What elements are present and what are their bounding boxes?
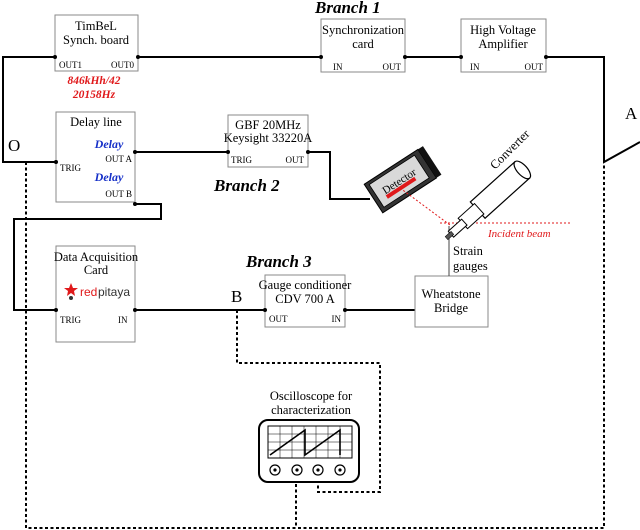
gauge-cond-port-out: OUT [269, 314, 288, 324]
branch-3-title: Branch 3 [245, 252, 312, 271]
hv-amp-title-line1: High Voltage [470, 23, 536, 37]
detector: Detector [363, 146, 442, 214]
scattered-beam [399, 187, 451, 226]
gbf-generator: GBF 20MHz Keysight 33220A TRIG OUT [224, 114, 313, 168]
synchronization-card: Synchronization card IN OUT [320, 18, 406, 73]
data-acquisition-card: Data Acquisition Card red pitaya TRIG IN [54, 245, 139, 343]
solid-wiring [2, 56, 640, 311]
gbf-title-line1: GBF 20MHz [235, 118, 301, 132]
gbf-port-out: OUT [286, 155, 305, 165]
point-a-label: A [625, 104, 638, 123]
gauge-cond-port-in: IN [332, 314, 342, 324]
freq-line-1: 846kHh/42 [67, 75, 120, 87]
gauge-cond-title-line2: CDV 700 A [275, 292, 335, 306]
wheatstone-title-line2: Bridge [434, 301, 468, 315]
daq-port-trig: TRIG [60, 315, 81, 325]
port-connection-dots [53, 55, 548, 312]
branch-2-title: Branch 2 [213, 176, 280, 195]
timbel-synch-board: TimBeL Synch. board OUT1 OUT0 [54, 14, 139, 72]
gbf-title-line2: Keysight 33220A [224, 131, 313, 145]
oscilloscope-title-line1: Oscilloscope for [270, 389, 353, 403]
redpitaya-logo: red pitaya [64, 283, 130, 300]
oscilloscope-knobs [269, 464, 346, 476]
freq-line-2: 20158Hz [72, 89, 116, 101]
incident-beam-label: Incident beam [487, 228, 551, 240]
sync-card-title-line2: card [352, 37, 374, 51]
delay-port-out-b: OUT B [105, 189, 132, 199]
converter-label: Converter [487, 126, 533, 172]
hv-amp-port-in: IN [470, 62, 480, 72]
timbel-port-out1: OUT1 [59, 60, 82, 70]
delay-a-label: Delay [94, 137, 124, 151]
hv-amp-title-line2: Amplifier [478, 37, 528, 51]
strain-gauges-line1: Strain [453, 244, 484, 258]
daq-title-line1: Data Acquisition [54, 250, 139, 264]
sync-card-title-line1: Synchronization [322, 23, 405, 37]
wheatstone-title-line1: Wheatstone [421, 287, 480, 301]
timbel-title-line1: TimBeL [75, 19, 117, 33]
timbel-port-out0: OUT0 [111, 60, 134, 70]
branch-1-title: Branch 1 [314, 0, 381, 17]
strain-gauges-line2: gauges [453, 259, 488, 273]
gauge-cond-title-line1: Gauge conditioner [259, 278, 353, 292]
point-b-label: B [231, 287, 242, 306]
oscilloscope: Oscilloscope for characterization [258, 389, 360, 483]
point-o-label: O [8, 136, 20, 155]
oscilloscope-title-line2: characterization [271, 403, 352, 417]
wheatstone-bridge: Wheatstone Bridge [414, 275, 489, 328]
daq-port-in: IN [118, 315, 128, 325]
delay-line-title: Delay line [70, 115, 122, 129]
dashed-wiring [25, 162, 605, 529]
timbel-title-line2: Synch. board [63, 33, 130, 47]
delay-port-trig: TRIG [60, 163, 81, 173]
gbf-port-trig: TRIG [231, 155, 252, 165]
delay-line: Delay line Delay Delay TRIG OUT A OUT B [55, 111, 136, 203]
logo-dark-text: pitaya [98, 285, 130, 299]
hv-amp-port-out: OUT [525, 62, 544, 72]
sync-card-port-in: IN [333, 62, 343, 72]
gauge-conditioner: Gauge conditioner CDV 700 A OUT IN [259, 274, 353, 328]
sync-card-port-out: OUT [383, 62, 402, 72]
delay-port-out-a: OUT A [105, 154, 132, 164]
daq-title-line2: Card [84, 263, 109, 277]
delay-b-label: Delay [94, 170, 124, 184]
oscilloscope-sawtooth [269, 428, 341, 457]
high-voltage-amplifier: High Voltage Amplifier IN OUT [460, 18, 547, 73]
logo-red-text: red [80, 285, 97, 299]
